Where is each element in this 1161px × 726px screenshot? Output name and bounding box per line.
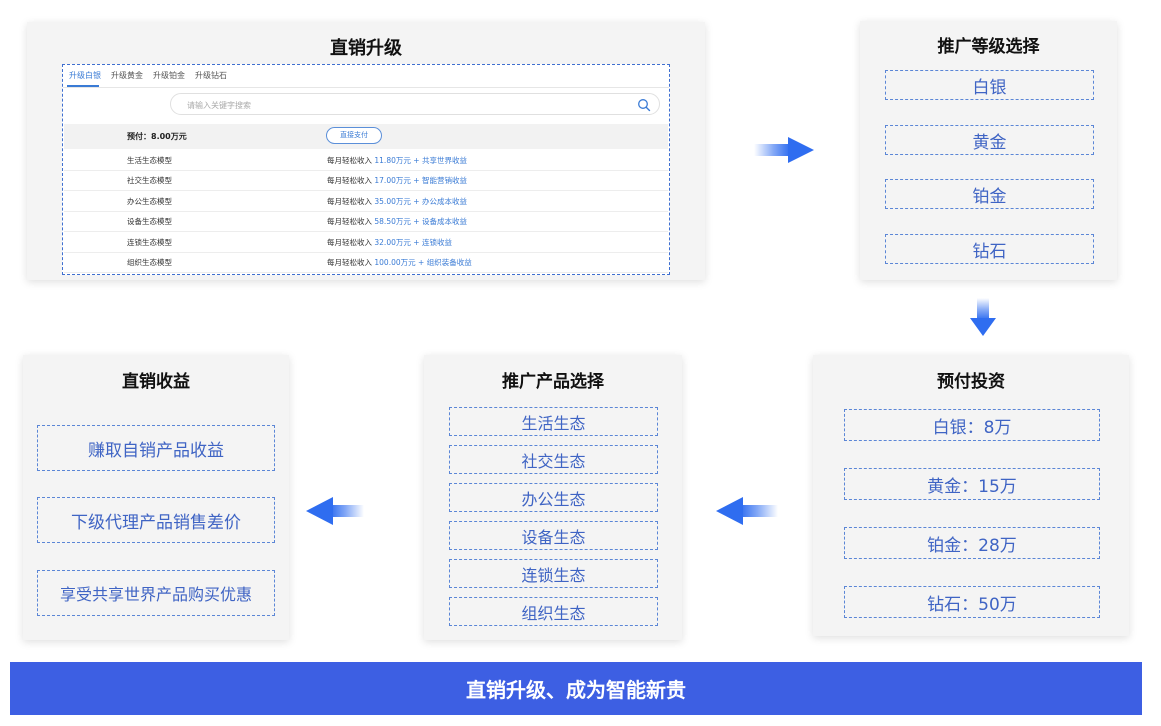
plus-sign: + — [413, 156, 420, 165]
tab-upgrade-silver[interactable]: 升级白银 — [69, 71, 101, 80]
income-amount: 100.00万元 — [374, 258, 416, 267]
income-prefix: 每月轻松收入 — [327, 196, 372, 206]
level-option-platinum[interactable]: 铂金 — [885, 179, 1094, 209]
search-icon[interactable] — [637, 98, 651, 112]
product-option-device[interactable]: 设备生态 — [449, 521, 658, 550]
income-benefit[interactable]: 连锁收益 — [421, 237, 452, 247]
income-prefix: 每月轻松收入 — [327, 258, 372, 267]
tab-bar: 升级白银 升级黄金 升级铂金 升级钻石 — [63, 65, 669, 88]
invest-option-platinum[interactable]: 铂金：28万 — [844, 527, 1100, 559]
plus-sign: + — [418, 258, 425, 267]
arrow-right-icon — [754, 137, 814, 163]
product-option-social[interactable]: 社交生态 — [449, 445, 658, 474]
income-text: 每月轻松收入 32.00万元 + 连锁收益 — [327, 237, 452, 248]
direct-upgrade-panel: 直销升级 升级白银 升级黄金 升级铂金 升级钻石 预付：8.00万元 直接支付 … — [27, 22, 705, 280]
income-prefix: 每月轻松收入 — [327, 237, 372, 247]
prepay-amount: 预付：8.00万元 — [127, 132, 187, 141]
income-benefit[interactable]: 共享世界收益 — [421, 156, 467, 165]
prepay-row: 预付：8.00万元 直接支付 — [64, 124, 668, 149]
plus-sign: + — [413, 196, 420, 206]
income-item-self-sales[interactable]: 赚取自销产品收益 — [37, 425, 275, 471]
income-benefit[interactable]: 办公成本收益 — [421, 196, 467, 206]
direct-income-panel: 直销收益 赚取自销产品收益 下级代理产品销售差价 享受共享世界产品购买优惠 — [23, 355, 289, 640]
table-row: 办公生态模型 每月轻松收入 35.00万元 + 办公成本收益 — [64, 191, 668, 212]
plus-sign: + — [413, 237, 420, 247]
invest-option-silver[interactable]: 白银：8万 — [844, 409, 1100, 441]
income-text: 每月轻松收入 58.50万元 + 设备成本收益 — [327, 216, 467, 227]
panel-title: 预付投资 — [937, 372, 1005, 392]
level-select-panel: 推广等级选择 白银 黄金 铂金 钻石 — [860, 21, 1117, 280]
income-text: 每月轻松收入 17.00万元 + 智能营销收益 — [327, 175, 467, 186]
income-prefix: 每月轻松收入 — [327, 156, 372, 165]
panel-title: 推广产品选择 — [502, 372, 604, 392]
direct-pay-button[interactable]: 直接支付 — [326, 127, 382, 144]
level-option-gold[interactable]: 黄金 — [885, 125, 1094, 155]
income-prefix: 每月轻松收入 — [327, 217, 372, 227]
income-amount: 32.00万元 — [374, 237, 411, 247]
level-option-diamond[interactable]: 钻石 — [885, 234, 1094, 264]
arrow-down-icon — [970, 298, 996, 336]
bottom-banner: 直销升级、成为智能新贵 — [10, 662, 1142, 715]
table-row: 连锁生态模型 每月轻松收入 32.00万元 + 连锁收益 — [64, 232, 668, 253]
income-benefit[interactable]: 智能营销收益 — [421, 176, 467, 186]
model-name: 组织生态模型 — [127, 258, 172, 267]
arrow-left-icon — [716, 497, 778, 525]
income-text: 每月轻松收入 35.00万元 + 办公成本收益 — [327, 196, 467, 207]
model-name: 办公生态模型 — [127, 196, 172, 206]
income-amount: 17.00万元 — [374, 176, 411, 186]
income-item-shared-discount[interactable]: 享受共享世界产品购买优惠 — [37, 570, 275, 616]
income-benefit[interactable]: 设备成本收益 — [421, 217, 467, 227]
search-box — [170, 93, 660, 115]
income-amount: 35.00万元 — [374, 196, 411, 206]
model-name: 设备生态模型 — [127, 217, 172, 227]
model-name: 生活生态模型 — [127, 156, 172, 165]
tab-upgrade-platinum[interactable]: 升级铂金 — [153, 71, 185, 80]
prepay-invest-panel: 预付投资 白银：8万 黄金：15万 铂金：28万 钻石：50万 — [813, 355, 1129, 636]
model-name: 连锁生态模型 — [127, 237, 172, 247]
table-row: 组织生态模型 每月轻松收入 100.00万元 + 组织装备收益 — [64, 252, 668, 273]
panel-title: 直销升级 — [330, 38, 402, 59]
income-amount: 58.50万元 — [374, 217, 411, 227]
arrow-left-icon — [306, 497, 364, 525]
income-amount: 11.80万元 — [374, 156, 411, 165]
product-select-panel: 推广产品选择 生活生态社交生态办公生态设备生态连锁生态组织生态 — [424, 355, 682, 640]
tab-upgrade-diamond[interactable]: 升级钻石 — [195, 71, 227, 80]
table-row: 社交生态模型 每月轻松收入 17.00万元 + 智能营销收益 — [64, 170, 668, 192]
income-text: 每月轻松收入 11.80万元 + 共享世界收益 — [327, 155, 467, 166]
income-benefit[interactable]: 组织装备收益 — [426, 258, 472, 267]
table-row: 生活生态模型 每月轻松收入 11.80万元 + 共享世界收益 — [64, 150, 668, 171]
tab-upgrade-gold[interactable]: 升级黄金 — [111, 71, 143, 80]
invest-option-gold[interactable]: 黄金：15万 — [844, 468, 1100, 500]
income-item-agent-margin[interactable]: 下级代理产品销售差价 — [37, 497, 275, 543]
upgrade-mockup: 升级白银 升级黄金 升级铂金 升级钻石 预付：8.00万元 直接支付 生活生态模… — [62, 64, 670, 275]
income-prefix: 每月轻松收入 — [327, 176, 372, 186]
plus-sign: + — [413, 176, 420, 186]
product-option-chain[interactable]: 连锁生态 — [449, 559, 658, 588]
income-text: 每月轻松收入 100.00万元 + 组织装备收益 — [327, 257, 472, 268]
plus-sign: + — [413, 217, 420, 227]
model-name: 社交生态模型 — [127, 176, 172, 186]
level-option-silver[interactable]: 白银 — [885, 70, 1094, 100]
product-option-life[interactable]: 生活生态 — [449, 407, 658, 436]
panel-title: 直销收益 — [122, 372, 190, 392]
search-input[interactable] — [185, 97, 619, 113]
product-option-office[interactable]: 办公生态 — [449, 483, 658, 512]
panel-title: 推广等级选择 — [937, 37, 1040, 57]
invest-option-diamond[interactable]: 钻石：50万 — [844, 586, 1100, 618]
active-tab-indicator — [67, 85, 99, 87]
product-option-organization[interactable]: 组织生态 — [449, 597, 658, 626]
table-row: 设备生态模型 每月轻松收入 58.50万元 + 设备成本收益 — [64, 211, 668, 233]
